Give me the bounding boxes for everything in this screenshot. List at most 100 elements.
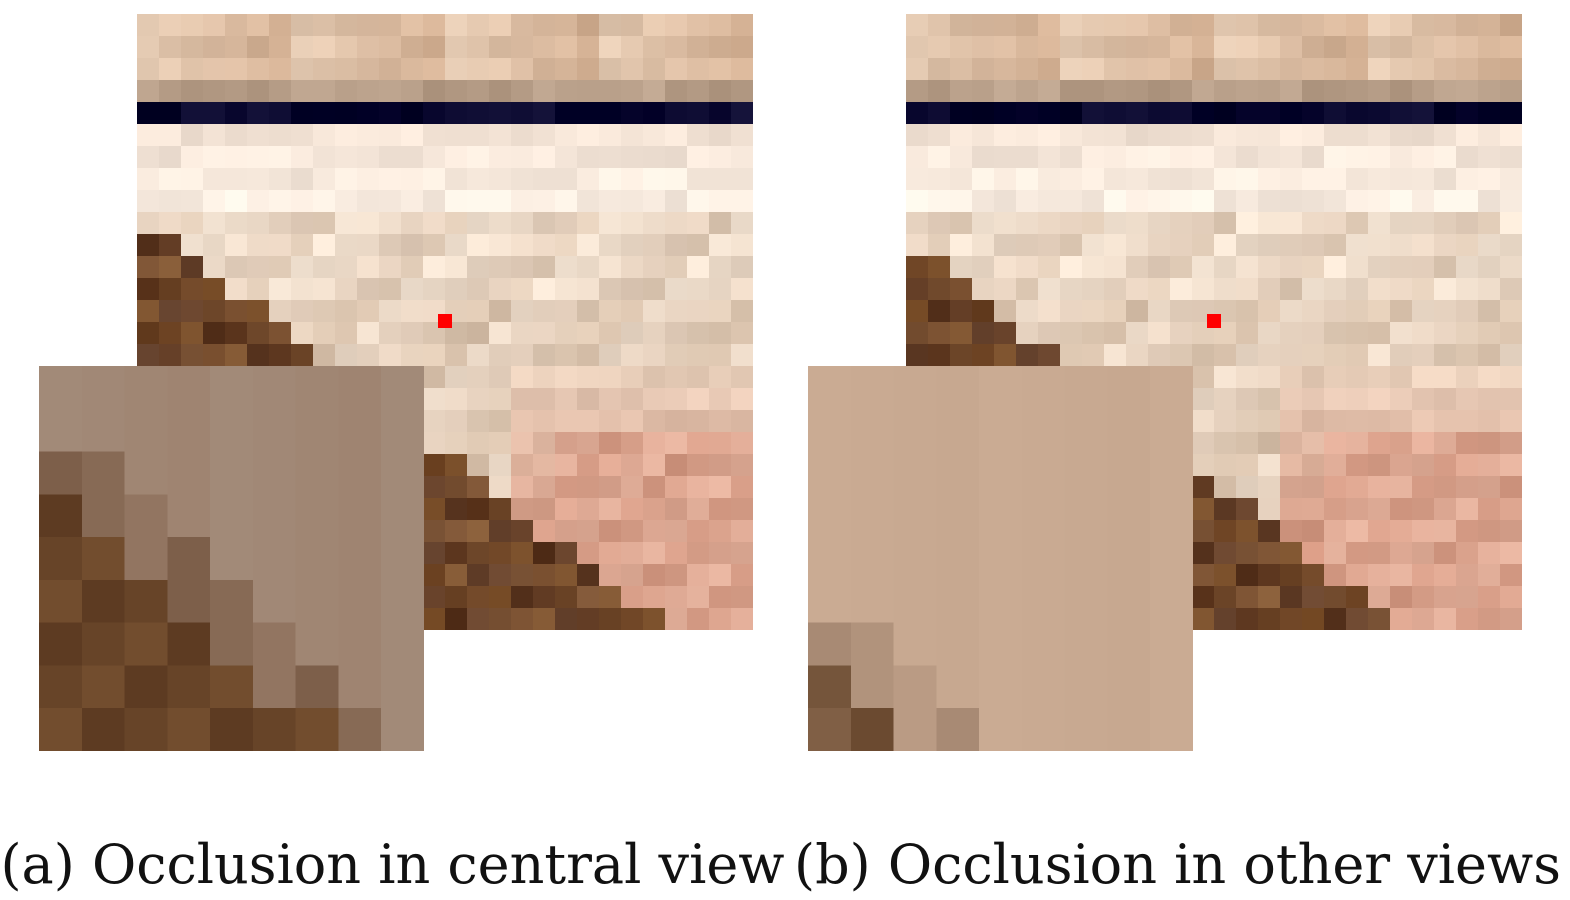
image-pixel [1082,322,1104,344]
image-pixel [555,80,577,102]
image-pixel [159,36,181,58]
image-pixel [950,322,972,344]
image-pixel [1192,146,1214,168]
image-pixel [577,366,599,388]
image-pixel [1456,146,1478,168]
image-pixel [709,212,731,234]
image-pixel [1324,256,1346,278]
image-pixel [599,58,621,80]
image-pixel [313,58,335,80]
image-pixel [1368,322,1390,344]
image-pixel [467,300,489,322]
image-pixel [489,190,511,212]
image-pixel [599,586,621,608]
image-pixel [599,322,621,344]
image-pixel [291,212,313,234]
image-pixel [1126,300,1148,322]
image-pixel [1214,80,1236,102]
image-pixel [225,168,247,190]
image-pixel [1324,322,1346,344]
image-pixel [1236,124,1258,146]
image-pixel [1148,322,1170,344]
inset-pixel [936,537,980,580]
inset-pixel [210,665,253,709]
image-pixel [1258,146,1280,168]
image-pixel [1368,498,1390,520]
image-pixel [1258,190,1280,212]
image-pixel [181,344,203,366]
image-pixel [159,58,181,80]
image-pixel [906,344,928,366]
image-pixel [555,564,577,586]
inset-pixel [210,451,253,495]
image-pixel [599,564,621,586]
image-pixel [247,58,269,80]
image-pixel [709,520,731,542]
image-pixel [1302,322,1324,344]
image-pixel [203,168,225,190]
image-pixel [599,36,621,58]
image-pixel [335,212,357,234]
image-pixel [599,520,621,542]
image-pixel [225,36,247,58]
inset-pixel [252,366,296,409]
image-pixel [335,190,357,212]
image-pixel [511,146,533,168]
image-pixel [1280,278,1302,300]
image-pixel [225,102,247,124]
image-pixel [577,410,599,432]
image-pixel [1390,586,1412,608]
image-pixel [1500,36,1522,58]
image-pixel [621,542,643,564]
image-pixel [1500,608,1522,630]
image-pixel [159,322,181,344]
inset-pixel [295,708,339,751]
image-pixel [928,124,950,146]
image-pixel [577,344,599,366]
image-pixel [291,322,313,344]
image-pixel [1038,36,1060,58]
inset-pixel [210,622,253,666]
image-pixel [511,586,533,608]
inset-pixel [1021,665,1065,709]
image-pixel [1346,58,1368,80]
image-pixel [1192,454,1214,476]
image-pixel [511,124,533,146]
image-pixel [335,146,357,168]
image-pixel [1324,454,1346,476]
image-pixel [1456,322,1478,344]
image-pixel [1280,388,1302,410]
image-pixel [1324,432,1346,454]
image-pixel [511,608,533,630]
image-pixel [1016,212,1038,234]
inset-pixel [295,537,339,580]
image-pixel [313,146,335,168]
image-pixel [489,366,511,388]
image-pixel [1434,124,1456,146]
image-pixel [1038,212,1060,234]
image-pixel [291,124,313,146]
image-pixel [643,520,665,542]
image-pixel [972,58,994,80]
image-pixel [511,344,533,366]
image-pixel [950,344,972,366]
image-pixel [1412,608,1434,630]
image-pixel [928,102,950,124]
image-pixel [1236,410,1258,432]
image-pixel [687,36,709,58]
image-pixel [1368,234,1390,256]
image-pixel [467,520,489,542]
inset-pixel [167,579,211,623]
image-pixel [1478,586,1500,608]
image-pixel [137,14,159,36]
image-pixel [1434,432,1456,454]
image-pixel [555,586,577,608]
image-pixel [379,102,401,124]
inset-pixel [210,579,253,623]
image-pixel [1434,256,1456,278]
image-pixel [928,256,950,278]
inset-pixel [936,494,980,538]
inset-pixel [936,408,980,452]
inset-pixel [808,622,851,666]
image-pixel [1346,190,1368,212]
